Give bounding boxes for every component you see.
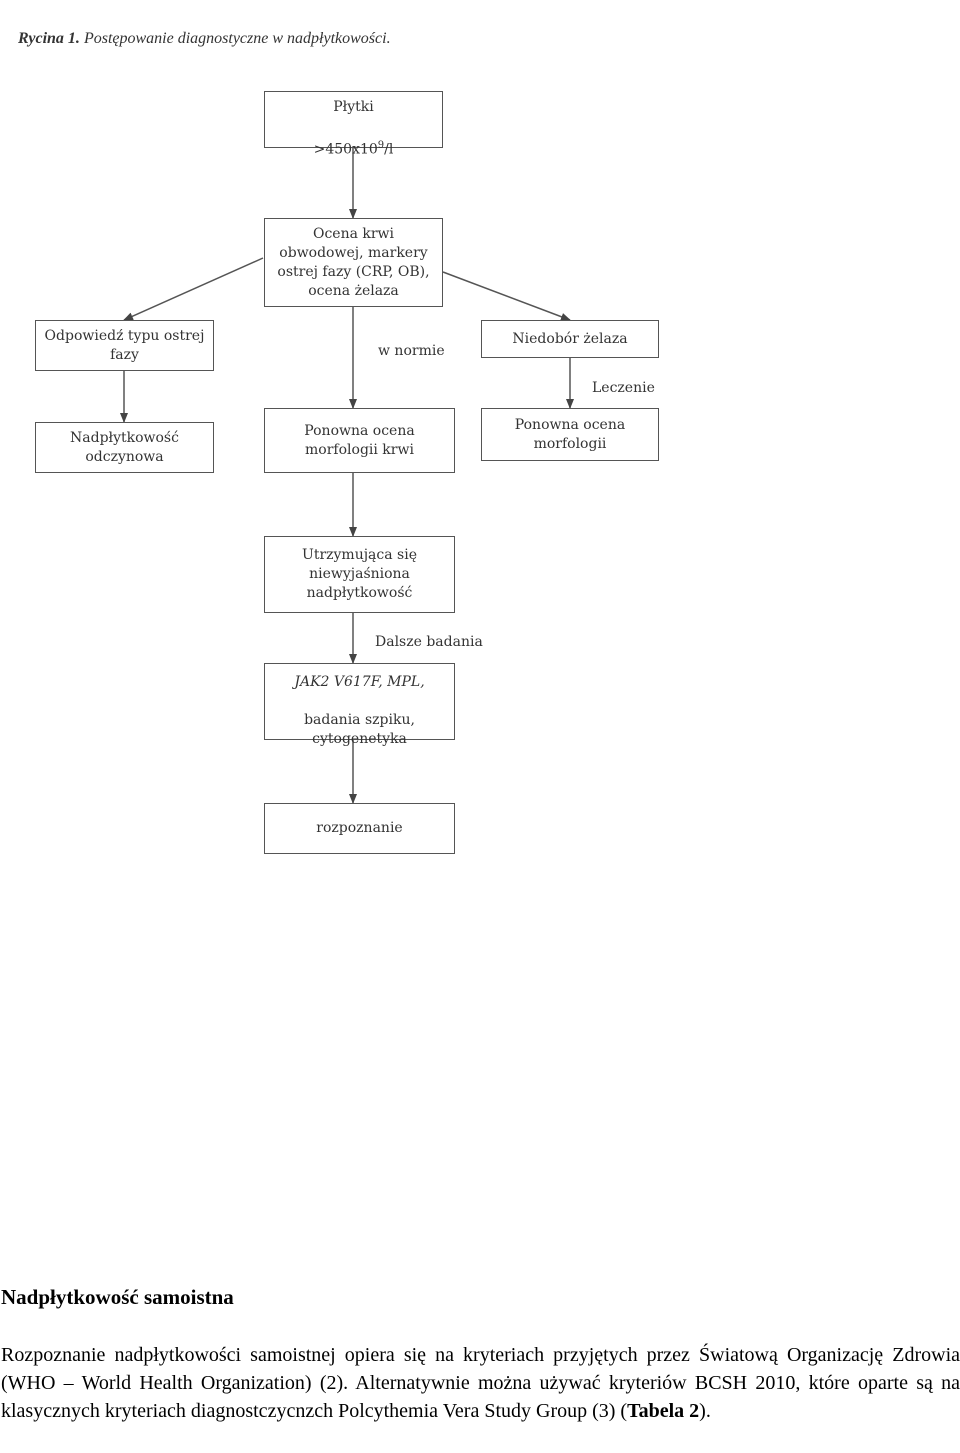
platelets-line1: Płytki [333,99,374,116]
box-persistent: Utrzymująca się niewyjaśniona nadpłytkow… [264,536,455,613]
box-reassess-blood: Ponowna ocena morfologii krwi [264,408,455,473]
box-reassess-morph: Ponowna ocena morfologii [481,408,659,461]
arrow-assessment-to-acute [123,257,264,321]
figure-caption: Rycina 1. Postępowanie diagnostyczne w n… [18,30,391,48]
label-normal: w normie [378,343,445,359]
flowchart-connectors [120,148,574,804]
platelets-line2-sup: 9 [377,140,385,152]
paragraph-end: ). [699,1400,711,1422]
box-acute-phase: Odpowiedź typu ostrej fazy [35,320,214,371]
box-tests: JAK2 V617F, MPL, badania szpiku, cytogen… [264,663,455,747]
section-heading: Nadpłytkowość samoistna [1,1285,234,1309]
box-platelets: Płytki >450x109/l [264,91,443,158]
paragraph-table-ref[interactable]: Tabela 2 [627,1400,700,1422]
figure-caption-label: Rycina 1. [18,30,80,47]
tests-rest: badania szpiku, cytogenetyka [304,712,415,747]
section-paragraph: Rozpoznanie nadpłytkowości samoistnej op… [1,1341,960,1425]
tests-line1: JAK2 V617F, MPL, [294,674,425,690]
platelets-line2-suffix: /l [384,141,394,158]
arrow-assessment-to-iron [442,271,571,321]
box-diagnosis: rozpoznanie [264,803,455,854]
box-iron-deficiency: Niedobór żelaza [481,320,659,358]
box-assessment: Ocena krwi obwodowej, markery ostrej faz… [264,218,443,307]
box-reactive: Nadpłytkowość odczynowa [35,422,214,473]
platelets-line2-prefix: >450x10 [313,141,378,158]
label-treatment: Leczenie [592,380,655,396]
label-further: Dalsze badania [375,634,483,650]
paragraph-main: Rozpoznanie nadpłytkowości samoistnej op… [1,1344,960,1422]
figure-caption-title: Postępowanie diagnostyczne w nadpłytkowo… [83,30,391,47]
